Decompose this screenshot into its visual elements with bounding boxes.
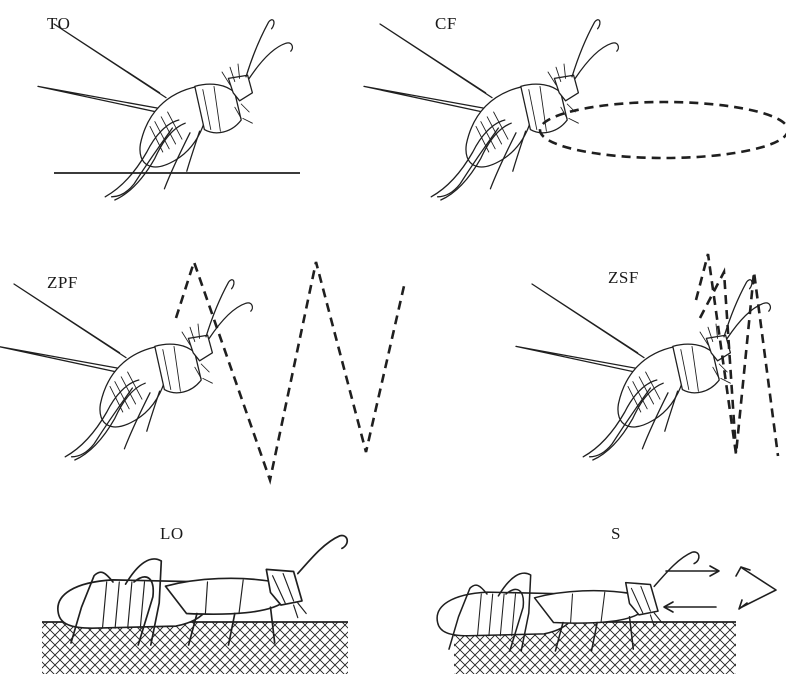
ground-hatch — [42, 622, 348, 674]
zigzag-flight-path — [176, 262, 404, 480]
panel-to — [38, 20, 300, 200]
cricket-drawing — [0, 280, 252, 460]
cricket-drawing — [364, 20, 618, 200]
panel-label-cf: CF — [435, 14, 457, 34]
arrow-right-icon — [666, 566, 719, 576]
panel-zpf — [0, 262, 404, 480]
diverging-arrows-icon — [736, 567, 776, 609]
panel-cf — [364, 20, 786, 200]
panel-zsf — [516, 254, 778, 460]
circular-flight-path — [540, 102, 786, 158]
arrow-left-icon — [664, 602, 716, 612]
panel-label-lo: LO — [160, 524, 184, 544]
panel-label-s: S — [611, 524, 621, 544]
panel-label-to: TO — [47, 14, 70, 34]
panel-lo — [42, 536, 348, 674]
panel-label-zpf: ZPF — [47, 273, 78, 293]
panel-label-zsf: ZSF — [608, 268, 639, 288]
panel-s — [437, 552, 776, 674]
